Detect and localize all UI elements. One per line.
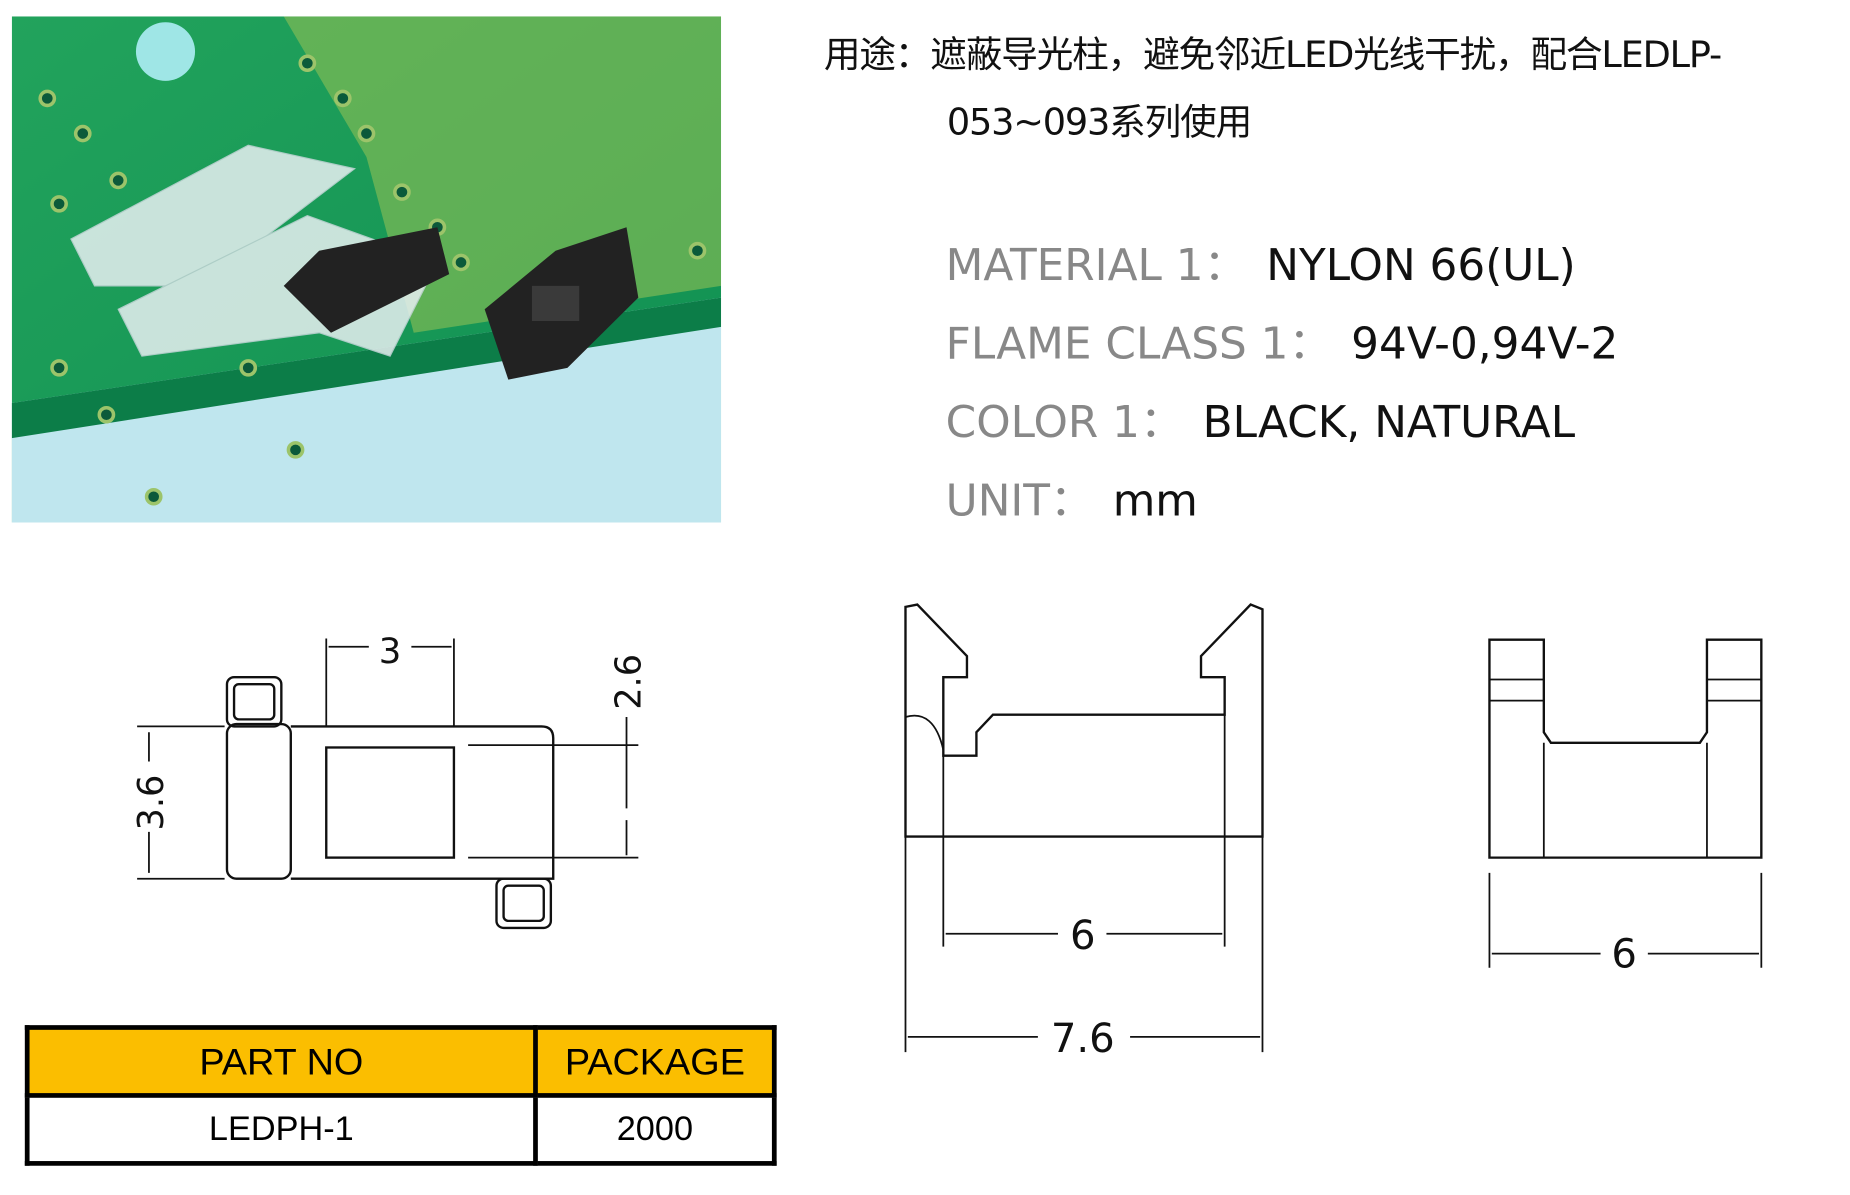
spec-material: MATERIAL 1：NYLON 66(UL) (945, 240, 1576, 291)
purpose-line-1: 用途：遮蔽导光柱，避免邻近LED光线干扰，配合LEDLP- (823, 33, 1722, 77)
table-row: LEDPH-1 2000 (24, 1093, 777, 1166)
cell-package: 2000 (533, 1093, 777, 1166)
part-table: PART NO PACKAGE LEDPH-1 2000 (24, 1025, 777, 1166)
dim-height-a: 2.6 (609, 654, 650, 710)
dim-side-width: 6 (1611, 932, 1637, 978)
dim-top-width: 3 (379, 631, 402, 672)
header-part-no: PART NO (24, 1025, 538, 1098)
dim-inner-width: 6 (1070, 913, 1096, 959)
dim-outer-width: 7.6 (1051, 1016, 1115, 1062)
cell-part-no: LEDPH-1 (24, 1093, 538, 1166)
front-view-drawing (904, 603, 1264, 1053)
spec-unit: UNIT：mm (945, 475, 1198, 527)
spec-color: COLOR 1：BLACK, NATURAL (945, 397, 1576, 448)
top-view-drawing (137, 638, 639, 930)
purpose-line-2: 053~093系列使用 (946, 101, 1252, 145)
side-view-drawing (1488, 638, 1763, 968)
purpose-text: 用途：遮蔽导光柱，避免邻近LED光线干扰，配合LEDLP- 053~093系列使… (824, 21, 1850, 157)
header-package: PACKAGE (533, 1025, 777, 1098)
product-photo (11, 16, 722, 523)
dim-height-b: 3.6 (131, 775, 172, 831)
spec-flame-class: FLAME CLASS 1：94V-0,94V-2 (945, 318, 1619, 370)
